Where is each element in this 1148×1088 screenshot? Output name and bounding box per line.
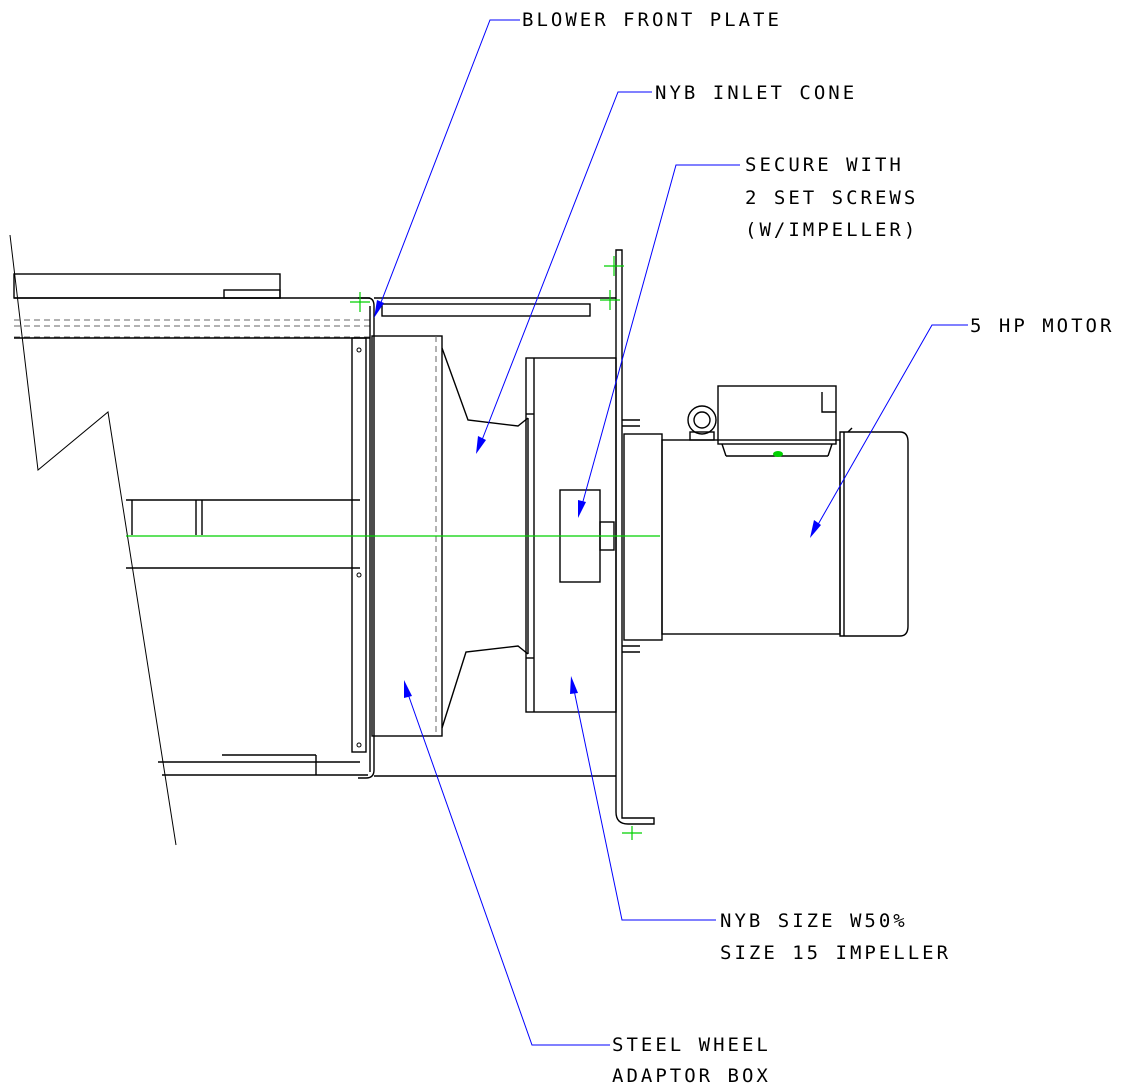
label-secure-line2: 2 SET SCREWS	[745, 187, 918, 209]
impeller	[525, 357, 617, 713]
leader-lines	[374, 19, 968, 1046]
adaptor-box	[371, 297, 616, 777]
inlet-cone	[441, 347, 529, 729]
blower-front-plate	[350, 292, 375, 779]
break-line	[9, 234, 177, 846]
motor	[623, 385, 909, 641]
label-blower-front-plate: BLOWER FRONT PLATE	[522, 9, 782, 31]
label-secure-line3: (W/IMPELLER)	[745, 219, 918, 241]
label-impeller-line1: NYB SIZE W50%	[720, 910, 908, 932]
label-adaptor-line2: ADAPTOR BOX	[612, 1065, 771, 1087]
label-nyb-inlet-cone: NYB INLET CONE	[655, 82, 857, 104]
label-adaptor-line1: STEEL WHEEL	[612, 1034, 771, 1056]
label-secure-line1: SECURE WITH	[745, 154, 904, 176]
label-impeller-line2: SIZE 15 IMPELLER	[720, 942, 951, 964]
motor-mount-plate	[600, 249, 655, 840]
blower-housing	[13, 273, 370, 776]
label-motor: 5 HP MOTOR	[970, 315, 1114, 337]
